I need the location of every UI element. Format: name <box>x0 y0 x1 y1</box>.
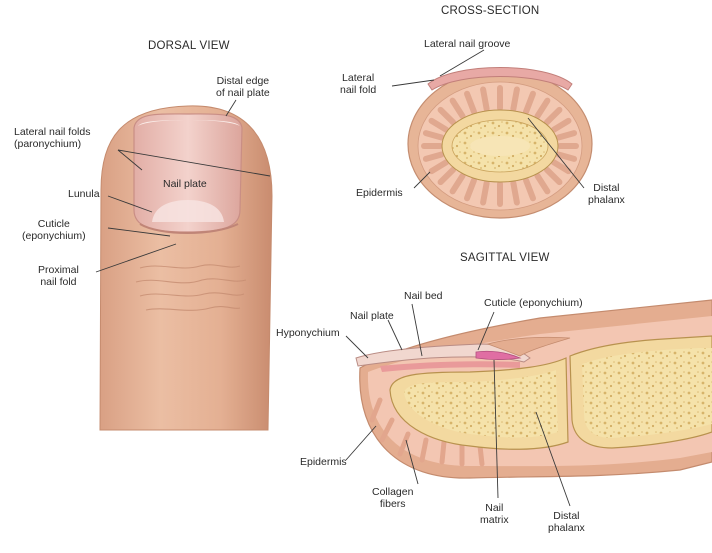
collagen-fiber <box>428 159 449 175</box>
collagen-fiber <box>422 151 445 162</box>
dorsal-finger <box>99 105 273 431</box>
label-nail-bed: Nail bed <box>404 290 443 302</box>
collagen-fiber <box>449 172 466 195</box>
dorsal-view-heading: DORSAL VIEW <box>148 40 230 52</box>
label-cuticle-dorsal: Cuticle (eponychium) <box>22 218 86 242</box>
label-collagen-fibers: Collagen fibers <box>372 486 414 510</box>
cross-section-heading: CROSS-SECTION <box>441 5 540 17</box>
collagen-fiber <box>555 151 578 162</box>
label-lateral-nail-fold: Lateral nail fold <box>340 72 377 96</box>
label-distal-phalanx-sagittal: Distal phalanx <box>548 510 585 534</box>
collagen-fiber <box>523 90 536 115</box>
collagen-fiber <box>464 90 477 115</box>
collagen-fiber <box>555 130 578 141</box>
label-epidermis-sagittal: Epidermis <box>300 456 347 468</box>
leader-lines <box>95 49 585 507</box>
collagen-fiber <box>551 117 572 133</box>
label-distal-phalanx-cross: Distal phalanx <box>588 182 625 206</box>
label-epidermis-cross: Epidermis <box>356 187 403 199</box>
collagen-fiber <box>551 159 572 175</box>
collagen-fiber <box>534 97 551 120</box>
collagen-fiber <box>510 180 520 206</box>
collagen-fiber <box>422 130 445 141</box>
label-cuticle-sagittal: Cuticle (eponychium) <box>484 297 583 309</box>
collagen-fiber <box>480 86 490 112</box>
label-nail-matrix: Nail matrix <box>480 502 509 526</box>
label-nail-plate-dorsal: Nail plate <box>163 178 207 190</box>
collagen-fiber <box>449 97 466 120</box>
collagen-fiber <box>543 166 563 186</box>
lunula-shape <box>152 200 224 222</box>
label-lateral-nail-folds: Lateral nail folds (paronychium) <box>14 126 91 150</box>
collagen-fiber <box>428 117 449 133</box>
label-distal-edge: Distal edge of nail plate <box>216 75 270 99</box>
label-nail-plate-sagittal: Nail plate <box>350 310 394 322</box>
sagittal-art <box>355 299 712 479</box>
label-lateral-nail-groove: Lateral nail groove <box>424 38 511 50</box>
label-proximal-nail-fold: Proximal nail fold <box>38 264 79 288</box>
collagen-fiber <box>543 106 563 126</box>
cross-section-art <box>407 67 593 219</box>
sagittal-view-heading: SAGITTAL VIEW <box>460 252 550 264</box>
label-hyponychium: Hyponychium <box>276 327 340 339</box>
collagen-fiber <box>523 177 536 202</box>
collagen-fiber <box>437 166 457 186</box>
collagen-fiber <box>510 86 520 112</box>
collagen-fiber <box>480 180 490 206</box>
collagen-fiber <box>534 172 551 195</box>
label-lunula: Lunula <box>68 188 100 200</box>
collagen-fiber <box>437 106 457 126</box>
collagen-fiber <box>464 177 477 202</box>
